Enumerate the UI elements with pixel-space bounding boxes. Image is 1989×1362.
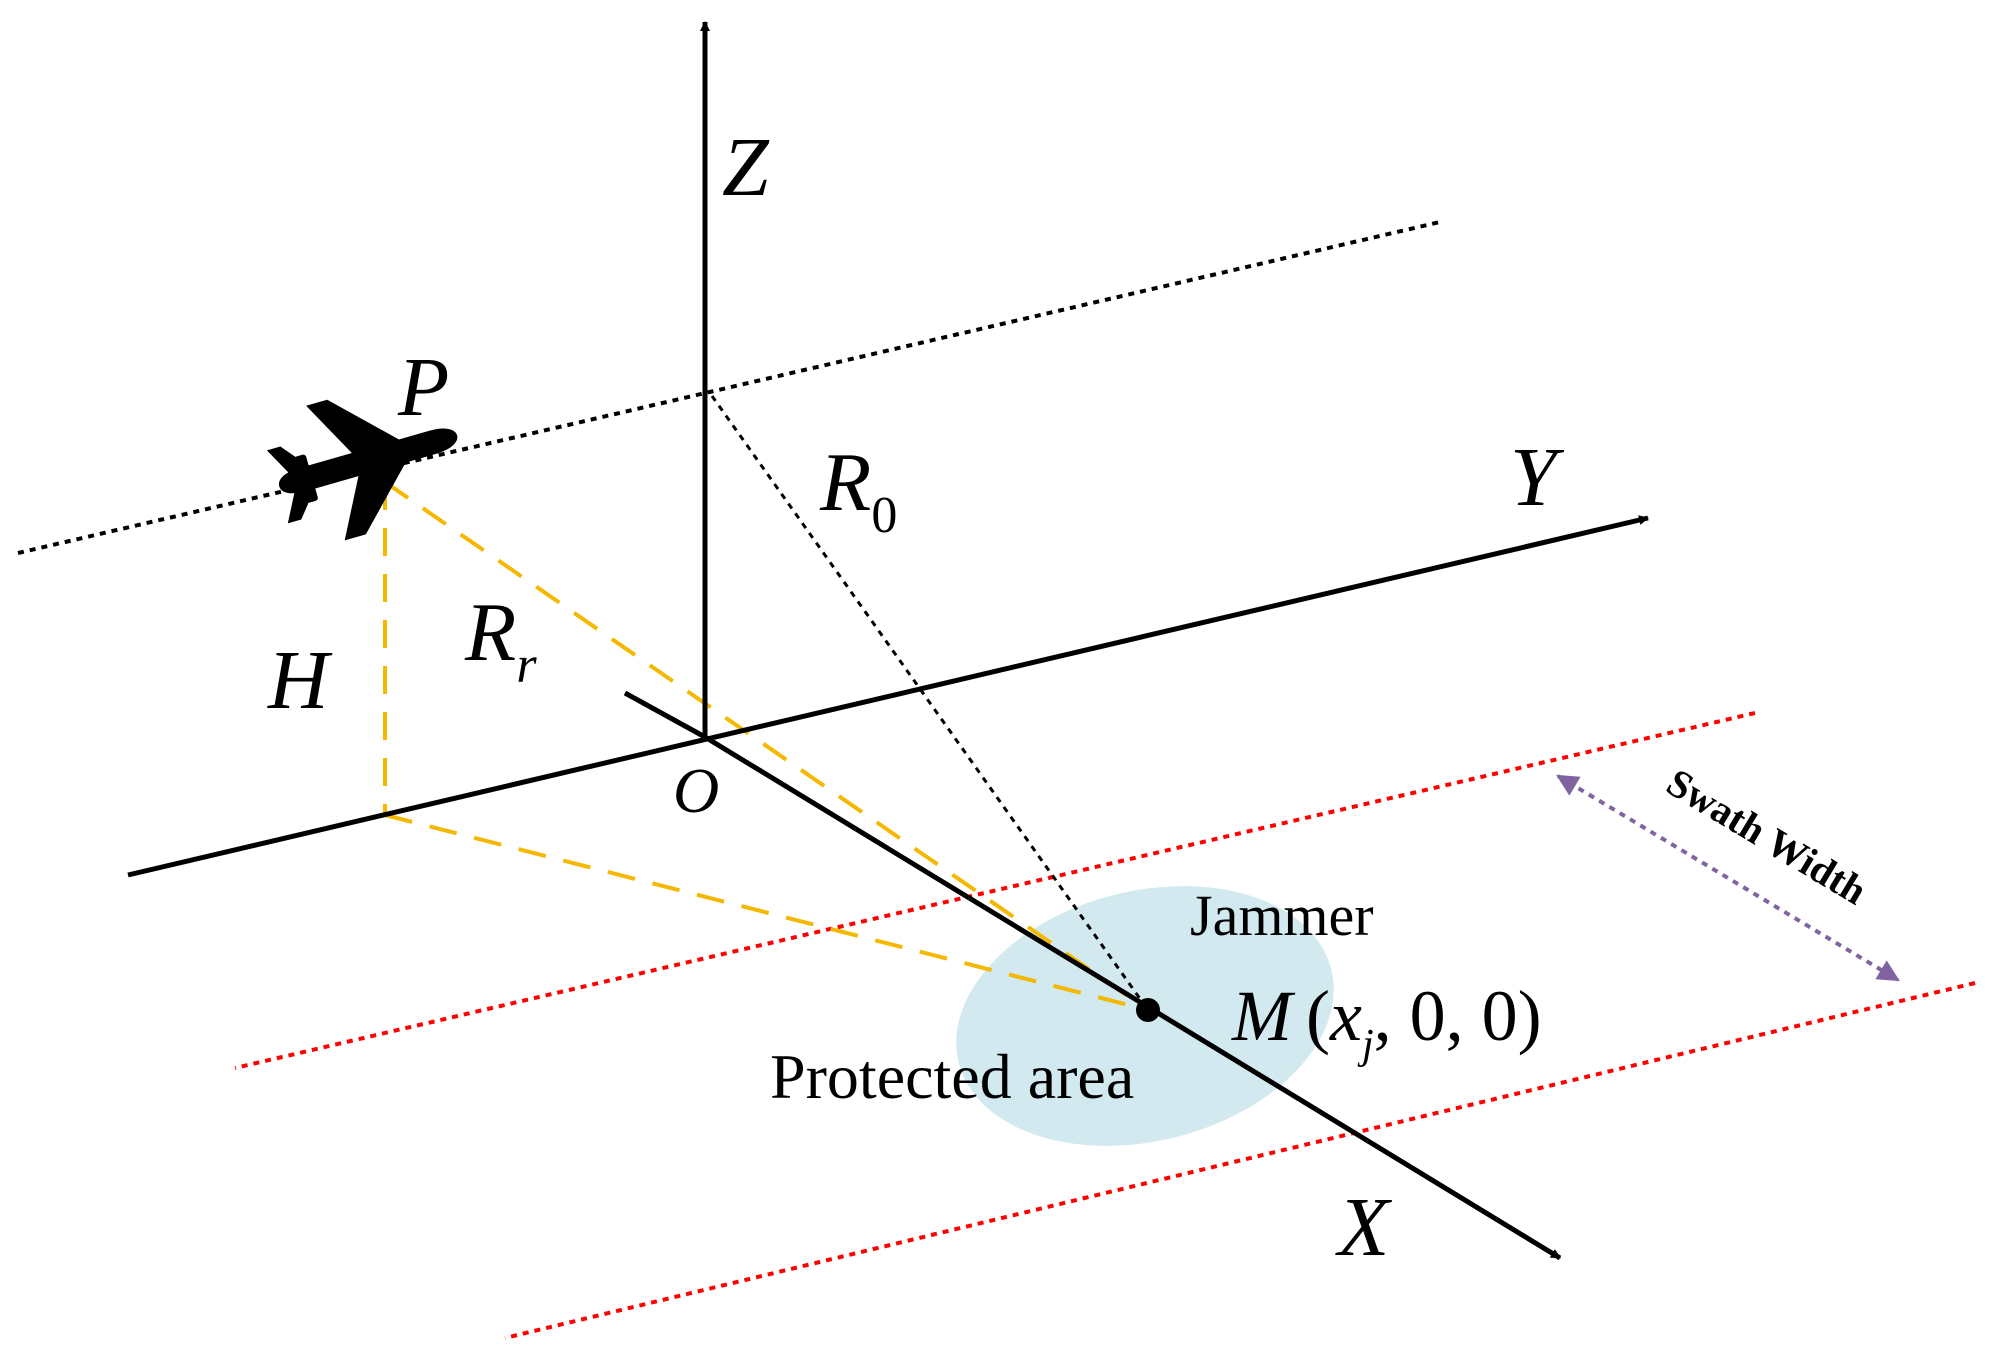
jammer-point [1136,998,1160,1022]
y-axis-label: Y [1510,431,1565,524]
height-label: H [267,634,333,727]
r0-subscript: 0 [871,487,897,544]
swath-boundary-bottom [504,981,1976,1340]
x-axis [703,734,1562,1261]
jammer-point-label: M [1231,976,1296,1056]
x-axis-back [623,690,707,740]
swath-width-label: Swath Width [1659,759,1874,913]
flight-path-line [17,220,1441,555]
rr-main: R [464,586,516,679]
coord-open-paren: ( [1306,976,1330,1056]
airplane-icon [266,399,458,541]
coord-x-subscript: j [1357,1022,1374,1068]
r0-line [710,395,1150,1011]
jammer-title: Jammer [1190,883,1374,948]
swath-boundary-top [234,711,1756,1070]
geometry-dashes [383,480,1150,1012]
y-axis [127,515,1649,878]
rr-label: Rr [464,586,537,694]
aircraft-label: P [397,341,449,434]
r0-main: R [819,436,871,529]
jammer-coordinates: M(xj, 0, 0) [1231,976,1542,1068]
x-axis-label: X [1335,1181,1393,1274]
coord-rest: , 0, 0) [1374,976,1542,1056]
r0-label: R0 [819,436,897,544]
protected-area-label: Protected area [770,1041,1134,1112]
rr-subscript: r [516,637,537,694]
z-axis-label: Z [722,121,770,214]
origin-label: O [673,755,719,826]
coord-x: x [1329,976,1362,1056]
